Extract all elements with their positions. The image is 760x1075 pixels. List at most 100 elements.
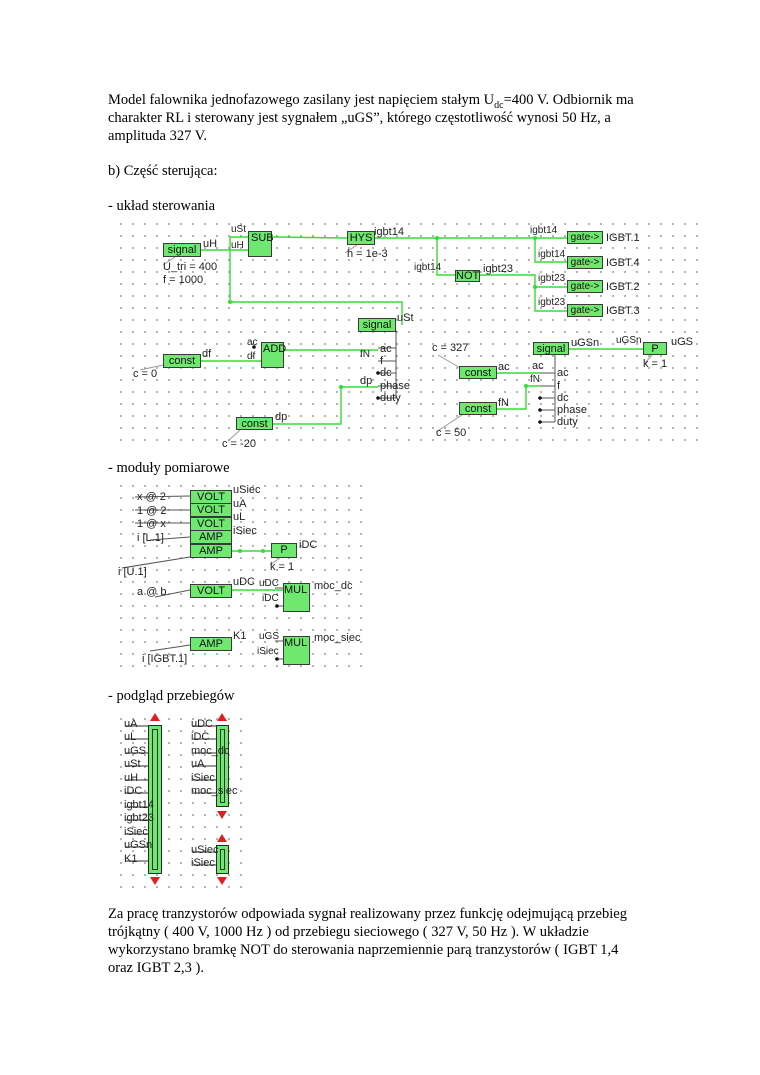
intro-line-3: amplituda 327 V. (108, 128, 207, 144)
gate-2-in: igbt23 (538, 273, 566, 284)
pin-dc: dc (380, 367, 392, 379)
measure-heading: - moduły pomiarowe (108, 460, 230, 476)
ugsn-label: uGSn (571, 337, 600, 349)
igbt4-label: IGBT.4 (606, 257, 640, 269)
signal-triangle-block[interactable]: signal (163, 243, 201, 257)
mul-siec-in2: iSiec (257, 646, 279, 657)
k1-label: K1 (233, 630, 247, 642)
sub-in-ust: uSt (231, 224, 247, 235)
add-block[interactable]: ADD (261, 342, 286, 368)
scope3-up-arrow-icon[interactable] (217, 834, 227, 842)
signal-st-block[interactable]: signal (358, 318, 396, 332)
gate-igbt1[interactable]: gate-> (567, 231, 603, 244)
volt-ua-block[interactable]: VOLT (190, 503, 232, 517)
amp-isiec-block[interactable]: AMP (190, 530, 232, 544)
const-df-block[interactable]: const (163, 354, 201, 368)
volt-dc-src: a @ b (137, 586, 167, 598)
f-param: f = 1000 (163, 274, 204, 286)
scope1-ch: iDC (124, 785, 143, 797)
mul-siec-in1: uGS (259, 631, 280, 642)
p-idc-param: k = 1 (270, 561, 295, 573)
const-dp-param: c = -20 (222, 438, 256, 450)
scope1-ch: igbt14 (124, 799, 154, 811)
scope2-down-arrow-icon[interactable] (217, 811, 227, 819)
volt-2-src: 1 @ 2 (137, 505, 167, 517)
df-label: df (202, 348, 212, 360)
const-ac-param: c = 327 (432, 342, 469, 354)
intro-line-1: Model falownika jednofazowego zasilany j… (108, 92, 634, 111)
const-dp-block[interactable]: const (236, 417, 273, 430)
fn-pin-label: fN (530, 374, 540, 385)
gs-pin-f: f (557, 380, 561, 392)
volt-ul-block[interactable]: VOLT (190, 517, 232, 531)
ugs-label: uGS (671, 336, 694, 348)
scope1-ch: uGS (124, 745, 147, 757)
hys-block[interactable]: HYS (347, 231, 375, 245)
scope2-ch: iSiec (191, 772, 215, 784)
not-block[interactable]: NOT (455, 270, 480, 282)
gate-3-in: igbt23 (538, 297, 566, 308)
uh-label: uH (203, 238, 218, 250)
mul-dc-in1: uDC (259, 578, 280, 589)
volt-1-src: x @ 2 (137, 491, 166, 503)
igbt23-label: igbt23 (483, 263, 513, 275)
ac-pin-label: ac (532, 360, 544, 372)
moc-dc-label: moc_dc (314, 580, 353, 592)
pin-phase: phase (380, 380, 410, 392)
mul-siec-block[interactable]: MUL (283, 636, 310, 665)
gs-pin-ac: ac (557, 367, 569, 379)
idc-label: iDC (299, 539, 318, 551)
scope2-ch: iDC (191, 731, 210, 743)
scope1-down-arrow-icon[interactable] (150, 877, 160, 885)
outro-line-3: wykorzystano bramkę NOT do sterowania na… (108, 942, 619, 958)
mul-dc-in2: iDC (262, 593, 279, 604)
control-heading: - układ sterowania (108, 198, 216, 214)
signal-gs-block[interactable]: signal (533, 342, 569, 355)
ul-label: uL (233, 511, 246, 523)
p-idc-block[interactable]: P (271, 543, 297, 558)
volt-udc-block[interactable]: VOLT (190, 584, 232, 598)
scope-3[interactable] (216, 845, 229, 874)
ua-label: uA (233, 498, 247, 510)
amp-dc-block[interactable]: AMP (190, 544, 232, 558)
const-df-param: c = 0 (133, 368, 158, 380)
const-ac-block[interactable]: const (459, 366, 497, 379)
scope2-up-arrow-icon[interactable] (217, 713, 227, 721)
gate-igbt2[interactable]: gate-> (567, 280, 603, 293)
p-in-label: uGSn (616, 335, 642, 346)
scope3-ch: iSiec (191, 857, 215, 869)
scopes-heading: - podgląd przebiegów (108, 688, 235, 704)
scope-2[interactable] (216, 725, 229, 807)
measure-diagram-grid (115, 480, 367, 670)
gate-igbt4[interactable]: gate-> (567, 256, 603, 269)
mul-dc-block[interactable]: MUL (283, 583, 310, 612)
usiec-label: uSiec (233, 484, 261, 496)
not-in-label: igbt14 (414, 262, 442, 273)
const-fn-block[interactable]: const (459, 402, 497, 415)
dp-pin-label: dp (360, 375, 373, 387)
igbt14-label: igbt14 (374, 226, 404, 238)
u-tri-param: U_tri = 400 (163, 261, 218, 273)
gate-igbt3[interactable]: gate-> (567, 304, 603, 317)
p-gain-block[interactable]: P (643, 342, 667, 355)
pin-duty: duty (380, 392, 401, 404)
scope1-ch: uGSn (124, 839, 153, 851)
ust-label: uSt (397, 312, 414, 324)
sub-block[interactable]: SUB (248, 231, 274, 257)
scope2-ch: uDC (191, 718, 214, 730)
scope2-ch: moc_dc (191, 745, 230, 757)
scope1-ch: uH (124, 772, 139, 784)
amp-2-src: i [U.1] (118, 566, 147, 578)
scope-1[interactable] (148, 725, 162, 874)
signal-st-fn: fN (360, 349, 370, 360)
scope1-ch: uL (124, 731, 137, 743)
volt-usiec-block[interactable]: VOLT (190, 490, 232, 504)
amp-k1-block[interactable]: AMP (190, 637, 232, 651)
scope1-up-arrow-icon[interactable] (150, 713, 160, 721)
isiec-label: iSiec (233, 525, 257, 537)
gs-pin-dc: dc (557, 392, 569, 404)
scope3-down-arrow-icon[interactable] (217, 877, 227, 885)
scope2-ch: moc_siec (191, 785, 238, 797)
sub-in-uh: uH (231, 240, 244, 251)
